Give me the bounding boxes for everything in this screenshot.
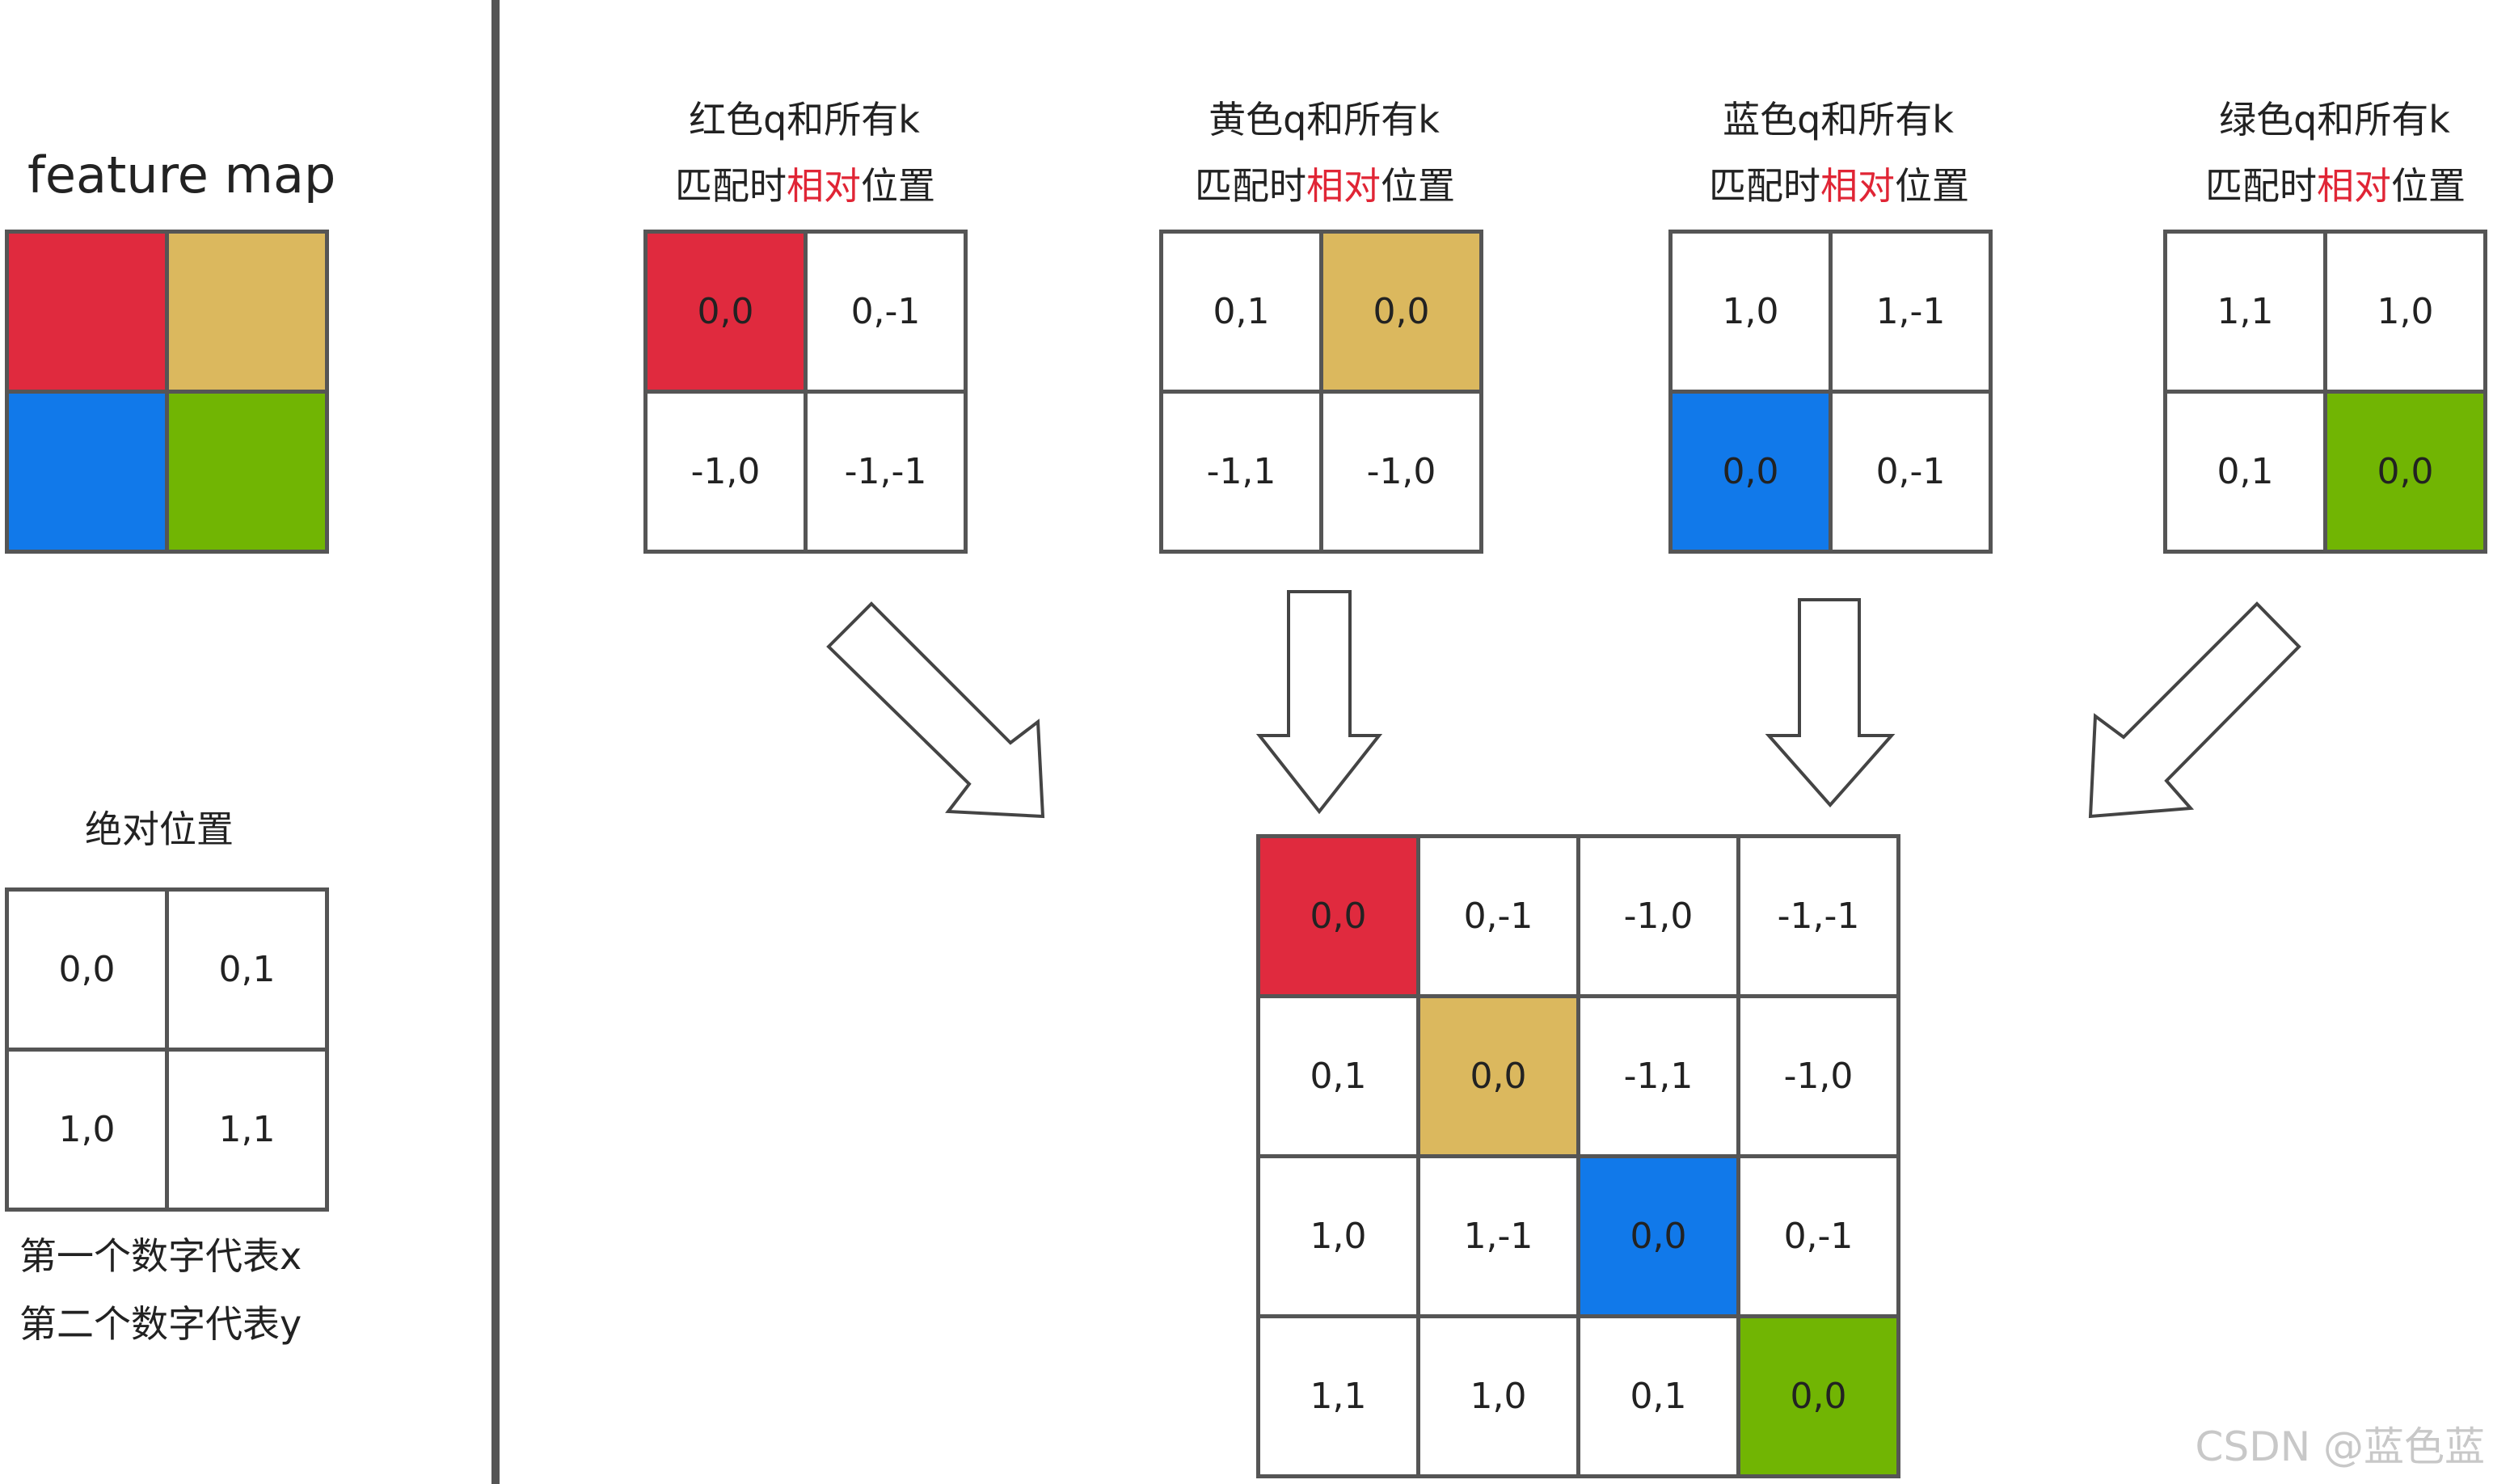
query-green-cell: 0,1 — [2163, 390, 2327, 554]
matrix-cell: 0,-1 — [1416, 834, 1580, 998]
query-yellow-cell: 0,1 — [1159, 230, 1323, 394]
query-red-cell: -1,-1 — [804, 390, 968, 554]
feature-map-cell-green — [165, 390, 329, 554]
query-blue-cell: 0,0 — [1668, 390, 1833, 554]
feature-map-cell-red — [5, 230, 169, 394]
matrix-cell: 1,1 — [1256, 1314, 1420, 1478]
matrix-cell: -1,0 — [1736, 994, 1900, 1158]
caption-line-2: 匹配时相对位置 — [2205, 164, 2466, 208]
watermark: CSDN @蓝色蓝 — [2195, 1423, 2485, 1470]
note-x: 第一个数字代表x — [19, 1234, 302, 1278]
query-red-cell: -1,0 — [643, 390, 808, 554]
caption-line-1: 红色q和所有k — [689, 98, 920, 141]
caption-line-2: 匹配时相对位置 — [675, 164, 935, 208]
matrix-cell: 0,0 — [1416, 994, 1580, 1158]
absolute-cell: 1,0 — [5, 1048, 169, 1212]
query-yellow-cell: 0,0 — [1319, 230, 1483, 394]
query-red-cell: 0,-1 — [804, 230, 968, 394]
query-caption-red: 红色q和所有k 匹配时相对位置 — [675, 91, 935, 210]
query-yellow-cell: -1,1 — [1159, 390, 1323, 554]
caption-line-1: 绿色q和所有k — [2219, 98, 2450, 141]
matrix-cell: -1,1 — [1576, 994, 1740, 1158]
absolute-cell: 1,1 — [165, 1048, 329, 1212]
query-green-cell: 1,0 — [2323, 230, 2487, 394]
caption-line-2: 匹配时相对位置 — [1195, 164, 1455, 208]
feature-map-cell-yellow — [165, 230, 329, 394]
query-caption-blue: 蓝色q和所有k 匹配时相对位置 — [1709, 91, 1969, 210]
matrix-cell: 0,-1 — [1736, 1154, 1900, 1318]
matrix-cell: -1,-1 — [1736, 834, 1900, 998]
absolute-position-title: 绝对位置 — [85, 807, 234, 851]
query-red-cell: 0,0 — [643, 230, 808, 394]
matrix-cell: 0,1 — [1576, 1314, 1740, 1478]
matrix-cell: 1,0 — [1256, 1154, 1420, 1318]
query-caption-green: 绿色q和所有k 匹配时相对位置 — [2205, 91, 2466, 210]
feature-map-title: feature map — [27, 145, 336, 204]
feature-map-cell-blue — [5, 390, 169, 554]
absolute-cell: 0,0 — [5, 887, 169, 1052]
query-yellow-cell: -1,0 — [1319, 390, 1483, 554]
matrix-cell: 0,1 — [1256, 994, 1420, 1158]
query-green-cell: 1,1 — [2163, 230, 2327, 394]
absolute-cell: 0,1 — [165, 887, 329, 1052]
caption-line-1: 蓝色q和所有k — [1723, 98, 1954, 141]
caption-line-2: 匹配时相对位置 — [1709, 164, 1969, 208]
matrix-cell: 0,0 — [1736, 1314, 1900, 1478]
caption-line-1: 黄色q和所有k — [1209, 98, 1440, 141]
query-green-cell: 0,0 — [2323, 390, 2487, 554]
query-blue-cell: 1,-1 — [1829, 230, 1993, 394]
matrix-cell: 0,0 — [1576, 1154, 1740, 1318]
vertical-divider — [491, 0, 500, 1484]
query-blue-cell: 0,-1 — [1829, 390, 1993, 554]
query-blue-cell: 1,0 — [1668, 230, 1833, 394]
matrix-cell: 1,0 — [1416, 1314, 1580, 1478]
matrix-cell: 0,0 — [1256, 834, 1420, 998]
query-caption-yellow: 黄色q和所有k 匹配时相对位置 — [1195, 91, 1455, 210]
note-y: 第二个数字代表y — [19, 1302, 302, 1346]
matrix-cell: -1,0 — [1576, 834, 1740, 998]
matrix-cell: 1,-1 — [1416, 1154, 1580, 1318]
